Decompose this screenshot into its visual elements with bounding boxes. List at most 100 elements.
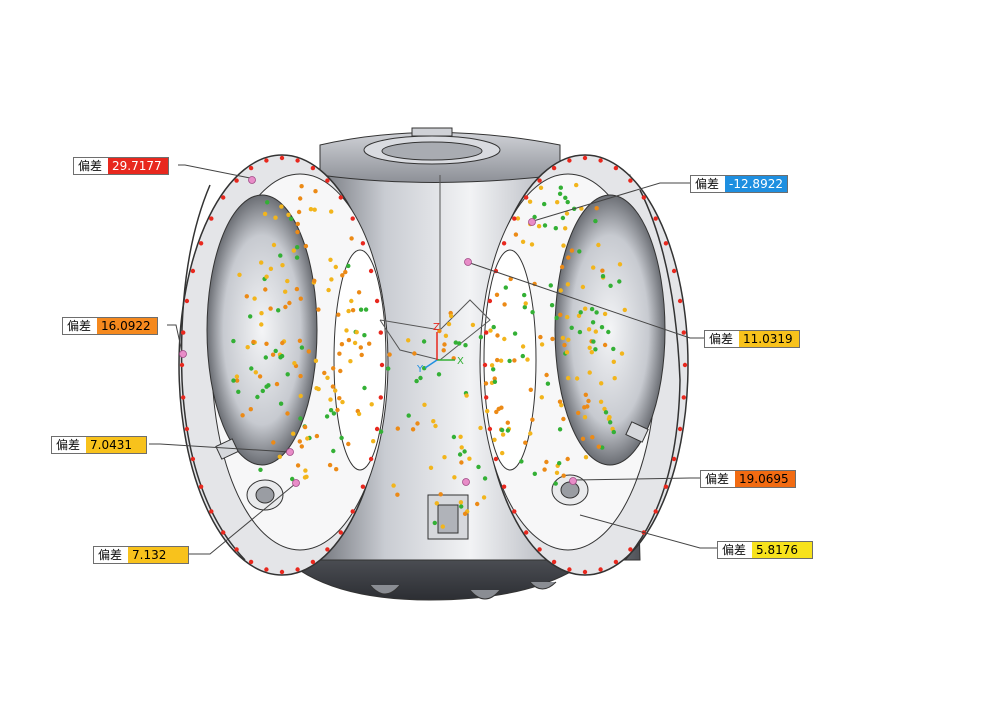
measurement-point xyxy=(363,307,369,312)
callout-value: 19.0695 xyxy=(735,471,796,487)
measurement-point-edge xyxy=(374,426,380,432)
callout-label: 偏差 xyxy=(67,319,92,333)
callout-label: 偏差 xyxy=(695,177,720,191)
measurement-point xyxy=(410,427,416,432)
measurement-point xyxy=(265,200,270,205)
measurement-point xyxy=(494,292,500,297)
callout-c5[interactable]: 偏差 7.0431 xyxy=(51,436,148,454)
measurement-point xyxy=(586,327,592,332)
measurement-point-edge xyxy=(501,241,507,246)
measurement-point xyxy=(264,384,269,389)
measurement-point xyxy=(441,348,446,353)
measurement-point xyxy=(589,306,595,312)
measurement-point-edge xyxy=(378,330,383,335)
measurement-point xyxy=(578,310,583,315)
measurement-point-edge xyxy=(524,195,529,200)
measurement-point xyxy=(437,328,442,334)
leader-c2 xyxy=(529,182,690,223)
measurement-point xyxy=(313,189,318,194)
leader-c7 xyxy=(181,483,296,555)
callout-c8[interactable]: 偏差 5.8176 xyxy=(717,541,814,559)
measurement-point-edge xyxy=(190,268,196,274)
measurement-point xyxy=(273,348,278,354)
callout-c6[interactable]: 偏差 19.0695 xyxy=(700,470,797,488)
measurement-point xyxy=(251,339,256,345)
measurement-point xyxy=(428,465,434,470)
measurement-point xyxy=(248,407,253,412)
measurement-points xyxy=(179,155,688,575)
measurement-point xyxy=(495,333,500,338)
measurement-point xyxy=(313,358,319,363)
measurement-point xyxy=(617,279,622,284)
measurement-point-edge xyxy=(501,484,507,489)
measurement-point-edge xyxy=(360,484,366,489)
measurement-point xyxy=(298,196,303,201)
measurement-point xyxy=(557,191,563,196)
measurement-point xyxy=(356,411,362,417)
measurement-point-edge xyxy=(325,178,330,183)
measurement-point xyxy=(542,223,548,228)
measurement-point xyxy=(434,501,439,506)
measurement-point xyxy=(561,243,566,248)
measurement-point xyxy=(459,460,464,465)
measurement-point xyxy=(481,495,487,500)
measurement-point xyxy=(491,324,496,330)
measurement-point-edge xyxy=(248,559,254,565)
measurement-point xyxy=(470,322,476,328)
measurement-point xyxy=(536,224,542,229)
measurement-point xyxy=(502,336,507,342)
measurement-point xyxy=(582,415,588,420)
callout-c4[interactable]: 偏差 11.0319 xyxy=(704,330,801,348)
measurement-point xyxy=(346,263,351,269)
callout-c1[interactable]: 偏差 29.7177 xyxy=(73,157,170,175)
measurement-point-edge xyxy=(181,395,186,400)
measurement-point xyxy=(590,320,596,325)
callout-value: 29.7177 xyxy=(108,158,169,174)
measurement-point-edge xyxy=(350,216,355,221)
measurement-point xyxy=(338,368,343,374)
measurement-point xyxy=(553,226,558,231)
measurement-point xyxy=(559,403,564,408)
measurement-point xyxy=(528,387,533,392)
measurement-point xyxy=(328,257,333,262)
measurement-point xyxy=(502,302,507,307)
measurement-point xyxy=(492,376,497,381)
measurement-point xyxy=(443,333,449,338)
measurement-point xyxy=(562,342,567,348)
measurement-point xyxy=(492,379,498,384)
measurement-point xyxy=(314,386,319,391)
measurement-point xyxy=(259,260,264,265)
measurement-point xyxy=(580,436,586,441)
measurement-point xyxy=(459,445,464,450)
measurement-point-edge xyxy=(179,362,185,368)
measurement-point xyxy=(432,520,437,526)
measurement-point xyxy=(611,429,616,435)
measurement-point xyxy=(346,308,351,314)
measurement-point xyxy=(561,473,566,478)
measurement-point-edge xyxy=(221,530,226,535)
callout-c2[interactable]: 偏差 -12.8922 xyxy=(690,175,788,193)
measurement-point xyxy=(278,253,283,258)
measurement-point-edge xyxy=(663,484,669,489)
measurement-point xyxy=(594,310,599,315)
measurement-point-edge xyxy=(613,165,619,171)
callout-c3[interactable]: 偏差 16.0922 xyxy=(62,317,159,335)
measurement-point xyxy=(348,359,353,364)
measurement-point xyxy=(329,277,334,282)
measurement-point xyxy=(303,243,309,249)
measurement-point-edge xyxy=(279,155,285,161)
part-foot-2 xyxy=(469,589,501,600)
measurement-point xyxy=(458,500,464,505)
axis-z-label: Z xyxy=(433,322,440,333)
measurement-point xyxy=(608,283,613,288)
measurement-point-edge xyxy=(198,241,204,246)
measurement-point-edge xyxy=(582,569,588,575)
measurement-point xyxy=(291,431,296,436)
measurement-point xyxy=(513,232,519,237)
measurement-point xyxy=(520,239,526,244)
measurement-point xyxy=(291,248,296,253)
callout-c7[interactable]: 偏差 7.132 xyxy=(93,546,190,564)
part-right-lug-hole xyxy=(560,481,580,499)
measurement-point xyxy=(386,366,391,371)
